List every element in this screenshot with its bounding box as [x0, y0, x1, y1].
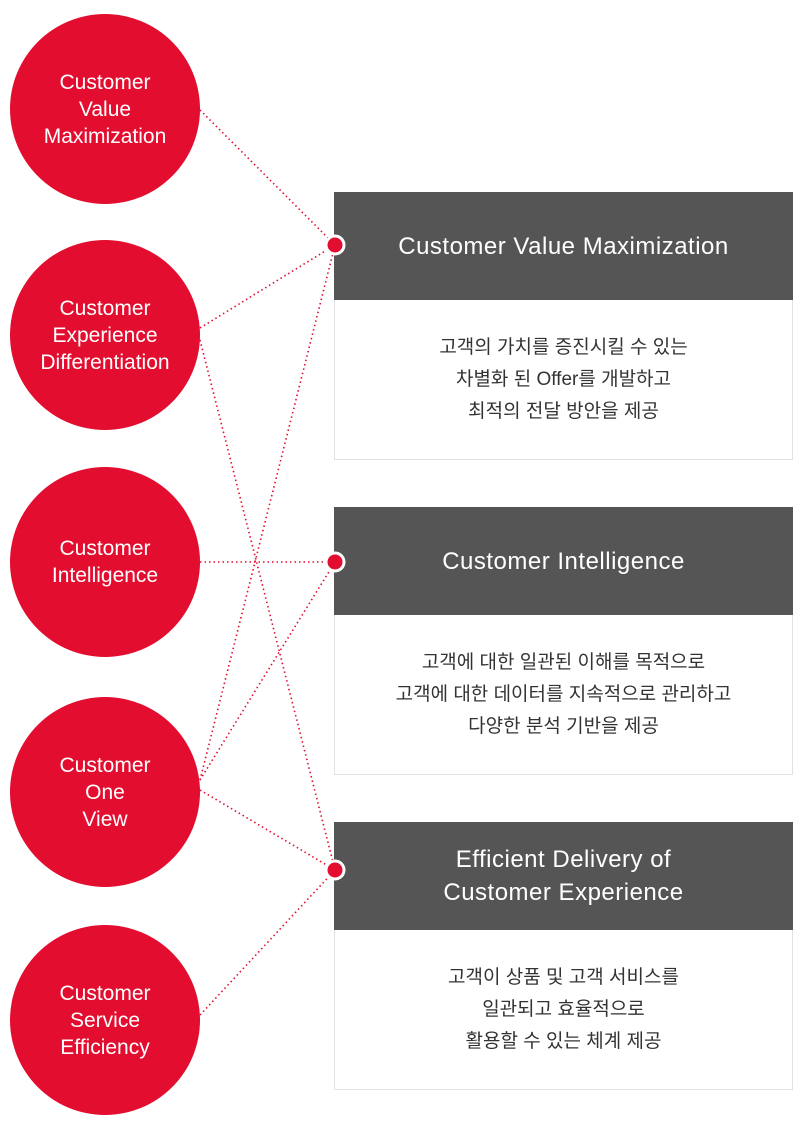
connector-line	[199, 109, 336, 246]
connector-line	[199, 339, 336, 871]
circle-customer-service-efficiency: Customer Service Efficiency	[10, 925, 200, 1115]
circle-customer-experience-differentiation: Customer Experience Differentiation	[10, 240, 200, 430]
box-title: Efficient Delivery of Customer Experienc…	[334, 822, 793, 930]
box-description: 고객에 대한 일관된 이해를 목적으로 고객에 대한 데이터를 지속적으로 관리…	[334, 615, 793, 775]
circle-customer-value-maximization: Customer Value Maximization	[10, 14, 200, 204]
box-description: 고객이 상품 및 고객 서비스를 일관되고 효율적으로 활용할 수 있는 체계 …	[334, 930, 793, 1090]
connector-line	[199, 561, 336, 781]
circle-customer-one-view: Customer One View	[10, 697, 200, 887]
box-description: 고객의 가치를 증진시킬 수 있는 차별화 된 Offer를 개발하고 최적의 …	[334, 300, 793, 460]
box-customer-value-maximization: Customer Value Maximization 고객의 가치를 증진시킬…	[334, 192, 793, 460]
connector-line	[199, 244, 336, 781]
box-customer-intelligence: Customer Intelligence 고객에 대한 일관된 이해를 목적으…	[334, 507, 793, 775]
connector-line	[199, 244, 336, 329]
connector-line	[199, 789, 336, 871]
circle-customer-intelligence: Customer Intelligence	[10, 467, 200, 657]
box-title: Customer Value Maximization	[334, 192, 793, 300]
connector-line	[199, 869, 336, 1016]
box-title: Customer Intelligence	[334, 507, 793, 615]
box-efficient-delivery: Efficient Delivery of Customer Experienc…	[334, 822, 793, 1090]
